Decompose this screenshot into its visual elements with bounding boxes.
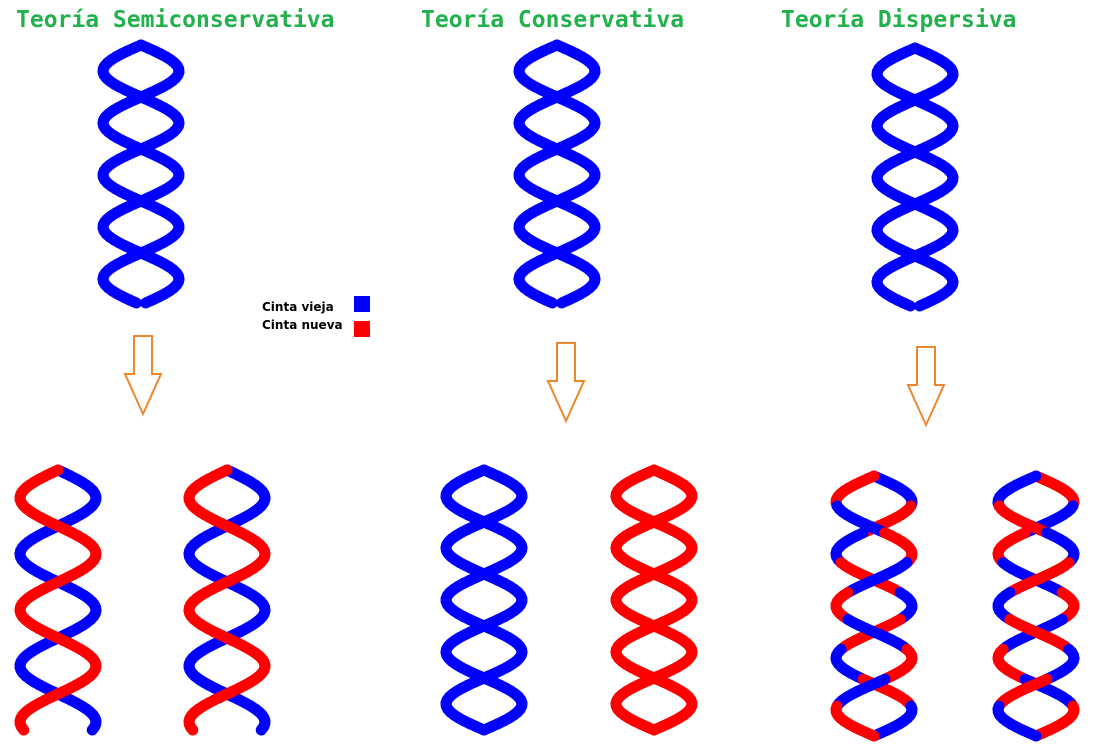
arrow-shape	[123, 335, 163, 417]
strand-segment	[641, 721, 660, 736]
strand-segment	[184, 721, 199, 736]
title-dispersive: Teoría Dispersiva	[781, 7, 1017, 33]
strand-segment	[540, 294, 558, 309]
strand-b	[871, 42, 959, 312]
strand-segment	[15, 721, 30, 736]
title-conservative: Teoría Conservativa	[421, 7, 685, 33]
strand-segment	[1023, 727, 1042, 742]
strand-a	[183, 464, 271, 736]
semiconservative-daughter-helix-2	[183, 464, 271, 736]
strand-segment	[140, 294, 158, 309]
strand-b	[830, 470, 918, 742]
strand-segment	[556, 294, 574, 309]
strand-b	[440, 464, 528, 736]
semiconservative-down-arrow	[123, 335, 163, 417]
conservative-daughter-helix-old	[440, 464, 528, 736]
dispersive-daughter-helix-1	[830, 470, 918, 742]
strand-segment	[861, 727, 880, 742]
strand-segment	[898, 297, 916, 312]
semiconservative-parent-helix	[97, 39, 185, 309]
title-semiconservative: Teoría Semiconservativa	[16, 7, 335, 33]
strand-segment	[471, 721, 490, 736]
strand-b	[992, 470, 1080, 742]
conservative-parent-helix	[513, 39, 601, 309]
conservative-down-arrow	[546, 342, 586, 424]
legend-label-old: Cinta vieja	[262, 300, 334, 314]
arrow-shape	[906, 346, 946, 428]
dispersive-daughter-helix-2	[992, 470, 1080, 742]
dispersive-down-arrow	[906, 346, 946, 428]
legend-swatch-old	[354, 296, 370, 312]
strand-segment	[914, 297, 932, 312]
strand-b	[513, 39, 601, 309]
semiconservative-daughter-helix-1	[14, 464, 102, 736]
arrow-shape	[546, 342, 586, 424]
strand-b	[14, 464, 102, 736]
strand-segment	[255, 721, 270, 736]
strand-segment	[86, 721, 101, 736]
strand-a	[97, 39, 185, 309]
strand-b	[610, 464, 698, 736]
legend-swatch-new	[354, 321, 370, 337]
legend-label-new: Cinta nueva	[262, 318, 343, 332]
dispersive-parent-helix	[871, 42, 959, 312]
strand-b	[97, 39, 185, 309]
strand-b	[183, 464, 271, 736]
strand-segment	[124, 294, 142, 309]
conservative-daughter-helix-new	[610, 464, 698, 736]
